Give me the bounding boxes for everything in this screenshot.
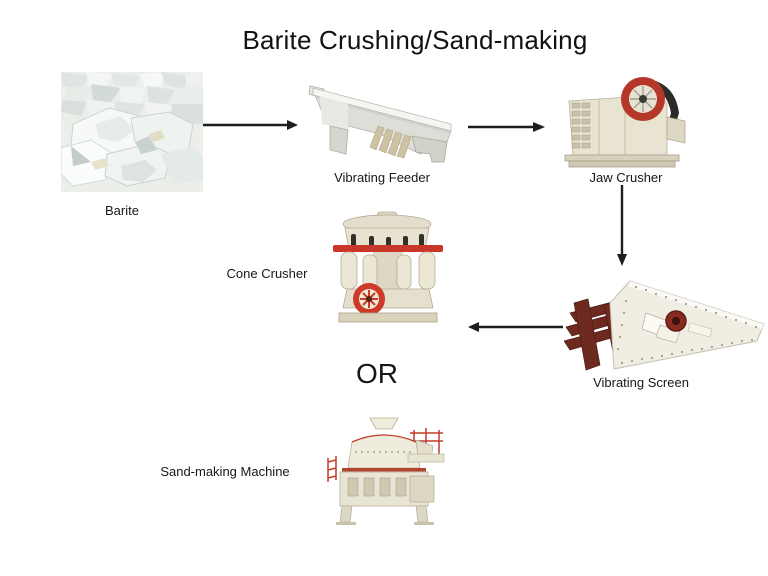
red-band xyxy=(333,245,443,252)
barite-label: Barite xyxy=(105,203,139,218)
flywheel xyxy=(621,77,665,121)
deck-perforations xyxy=(616,285,758,365)
diagram-title: Barite Crushing/Sand-making xyxy=(242,25,588,55)
vibrating-feeder-label: Vibrating Feeder xyxy=(334,170,430,185)
side-ribs xyxy=(571,102,591,149)
cone-crusher-label: Cone Crusher xyxy=(226,266,308,281)
vibrating-screen-photo xyxy=(564,280,765,371)
drum-bolts xyxy=(355,451,411,453)
barite-rock-photo xyxy=(61,72,203,192)
jaw-crusher-photo xyxy=(564,77,686,168)
flow-arrow-jaw-to-screen xyxy=(617,185,627,266)
vibrating-feeder-photo xyxy=(308,85,452,163)
flow-arrow-barite-to-feeder xyxy=(203,120,298,130)
accumulator-cylinders xyxy=(340,251,436,290)
or-connector-label: OR xyxy=(356,358,398,389)
flow-arrow-screen-to-cone xyxy=(468,322,563,332)
jaw-crusher-label: Jaw Crusher xyxy=(589,170,663,185)
housing-openings xyxy=(347,477,407,497)
screen-deck xyxy=(609,280,765,370)
flow-arrow-feeder-to-jaw xyxy=(468,122,545,132)
sand-making-machine-label: Sand-making Machine xyxy=(160,464,290,479)
sand-making-machine-photo xyxy=(327,417,445,525)
vibrating-screen-label: Vibrating Screen xyxy=(593,375,689,390)
drive-wheel xyxy=(353,283,385,315)
cone-crusher-photo xyxy=(333,211,443,323)
boulders xyxy=(61,107,203,187)
grizzly-bars xyxy=(369,125,412,159)
